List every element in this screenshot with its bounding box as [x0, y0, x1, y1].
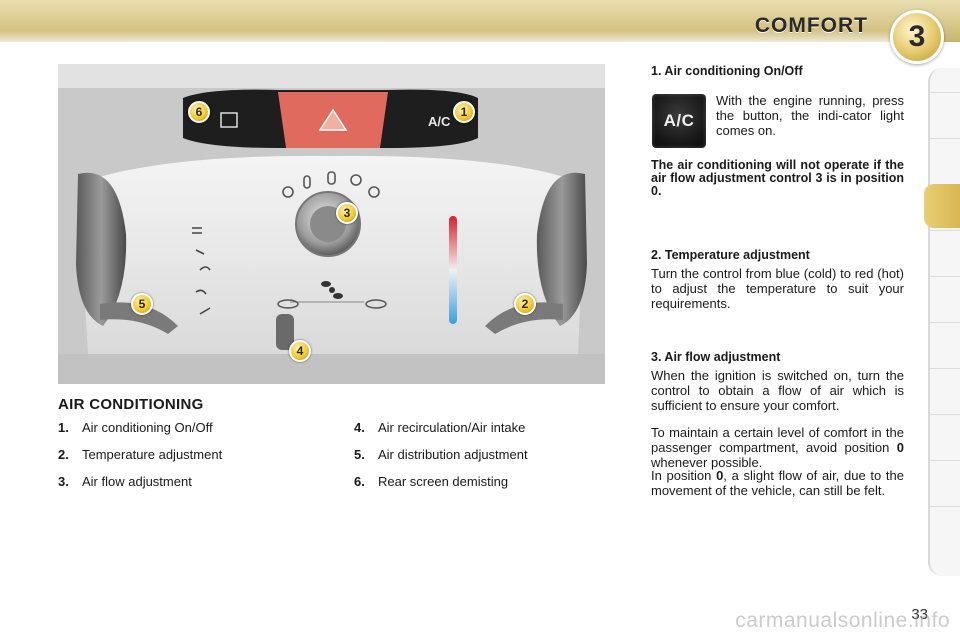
side-tab[interactable]: [930, 276, 960, 320]
text-run: To maintain a certain level of comfort i…: [651, 425, 904, 455]
page-number: 33: [911, 606, 928, 623]
legend-text: Air recirculation/Air intake: [378, 420, 526, 435]
legend-number: 3.: [58, 474, 69, 489]
side-tab-active[interactable]: [924, 184, 960, 228]
marker-3: 3: [336, 202, 358, 224]
air-conditioning-heading: AIR CONDITIONING: [58, 396, 204, 413]
side-tab[interactable]: [930, 414, 960, 458]
side-tab[interactable]: [930, 506, 960, 550]
legend-text: Air flow adjustment: [82, 474, 192, 489]
side-tab[interactable]: [930, 138, 960, 182]
section-3-text-1: When the ignition is switched on, turn t…: [651, 368, 904, 413]
legend-text: Temperature adjustment: [82, 447, 223, 462]
section-3-text-2: To maintain a certain level of comfort i…: [651, 425, 904, 470]
legend-number: 2.: [58, 447, 69, 462]
text-run: In position: [651, 468, 717, 483]
legend-number: 4.: [354, 420, 365, 435]
climate-panel-photo: A/C: [58, 64, 605, 384]
section-3-text-3: In position 0, a slight flow of air, due…: [651, 468, 904, 498]
text-run: , a slight flow of air, due to the movem…: [651, 468, 904, 498]
position-value: 0: [896, 440, 904, 455]
marker-6: 6: [188, 101, 210, 123]
section-title: COMFORT: [754, 14, 868, 37]
watermark: carmanualsonline.info: [735, 609, 950, 632]
legend-number: 6.: [354, 474, 365, 489]
header-gloss: [0, 30, 900, 44]
ac-button-image: A/C: [652, 94, 706, 148]
position-value: 0: [716, 468, 724, 483]
text-run: whenever possible.: [651, 455, 763, 470]
section-1-note: The air conditioning will not operate if…: [651, 158, 904, 198]
section-3-title: 3. Air flow adjustment: [651, 350, 781, 364]
side-tab[interactable]: [930, 368, 960, 412]
legend-left: 1. Air conditioning On/Off 2. Temperatur…: [58, 420, 328, 500]
legend-text: Air conditioning On/Off: [82, 420, 213, 435]
side-tab[interactable]: [930, 460, 960, 504]
legend-number: 5.: [354, 447, 365, 462]
side-tab[interactable]: [930, 92, 960, 136]
legend-text: Rear screen demisting: [378, 474, 509, 489]
side-tabs: [924, 68, 960, 576]
marker-4: 4: [289, 340, 311, 362]
side-tab[interactable]: [930, 322, 960, 366]
section-1-text: With the engine running, press the butto…: [716, 93, 904, 138]
marker-1: 1: [453, 101, 475, 123]
marker-5: 5: [131, 293, 153, 315]
marker-2: 2: [514, 293, 536, 315]
legend-number: 1.: [58, 420, 69, 435]
ac-panel-label: A/C: [428, 114, 451, 129]
section-2-text: Turn the control from blue (cold) to red…: [651, 266, 904, 311]
section-2-title: 2. Temperature adjustment: [651, 248, 810, 262]
side-tab[interactable]: [930, 230, 960, 274]
section-1-title: 1. Air conditioning On/Off: [651, 64, 803, 78]
climate-panel-illustration: A/C: [58, 64, 605, 384]
legend-right: 4. Air recirculation/Air intake 5. Air d…: [354, 420, 614, 500]
legend-text: Air distribution adjustment: [378, 447, 528, 462]
chapter-badge: 3: [890, 10, 944, 64]
